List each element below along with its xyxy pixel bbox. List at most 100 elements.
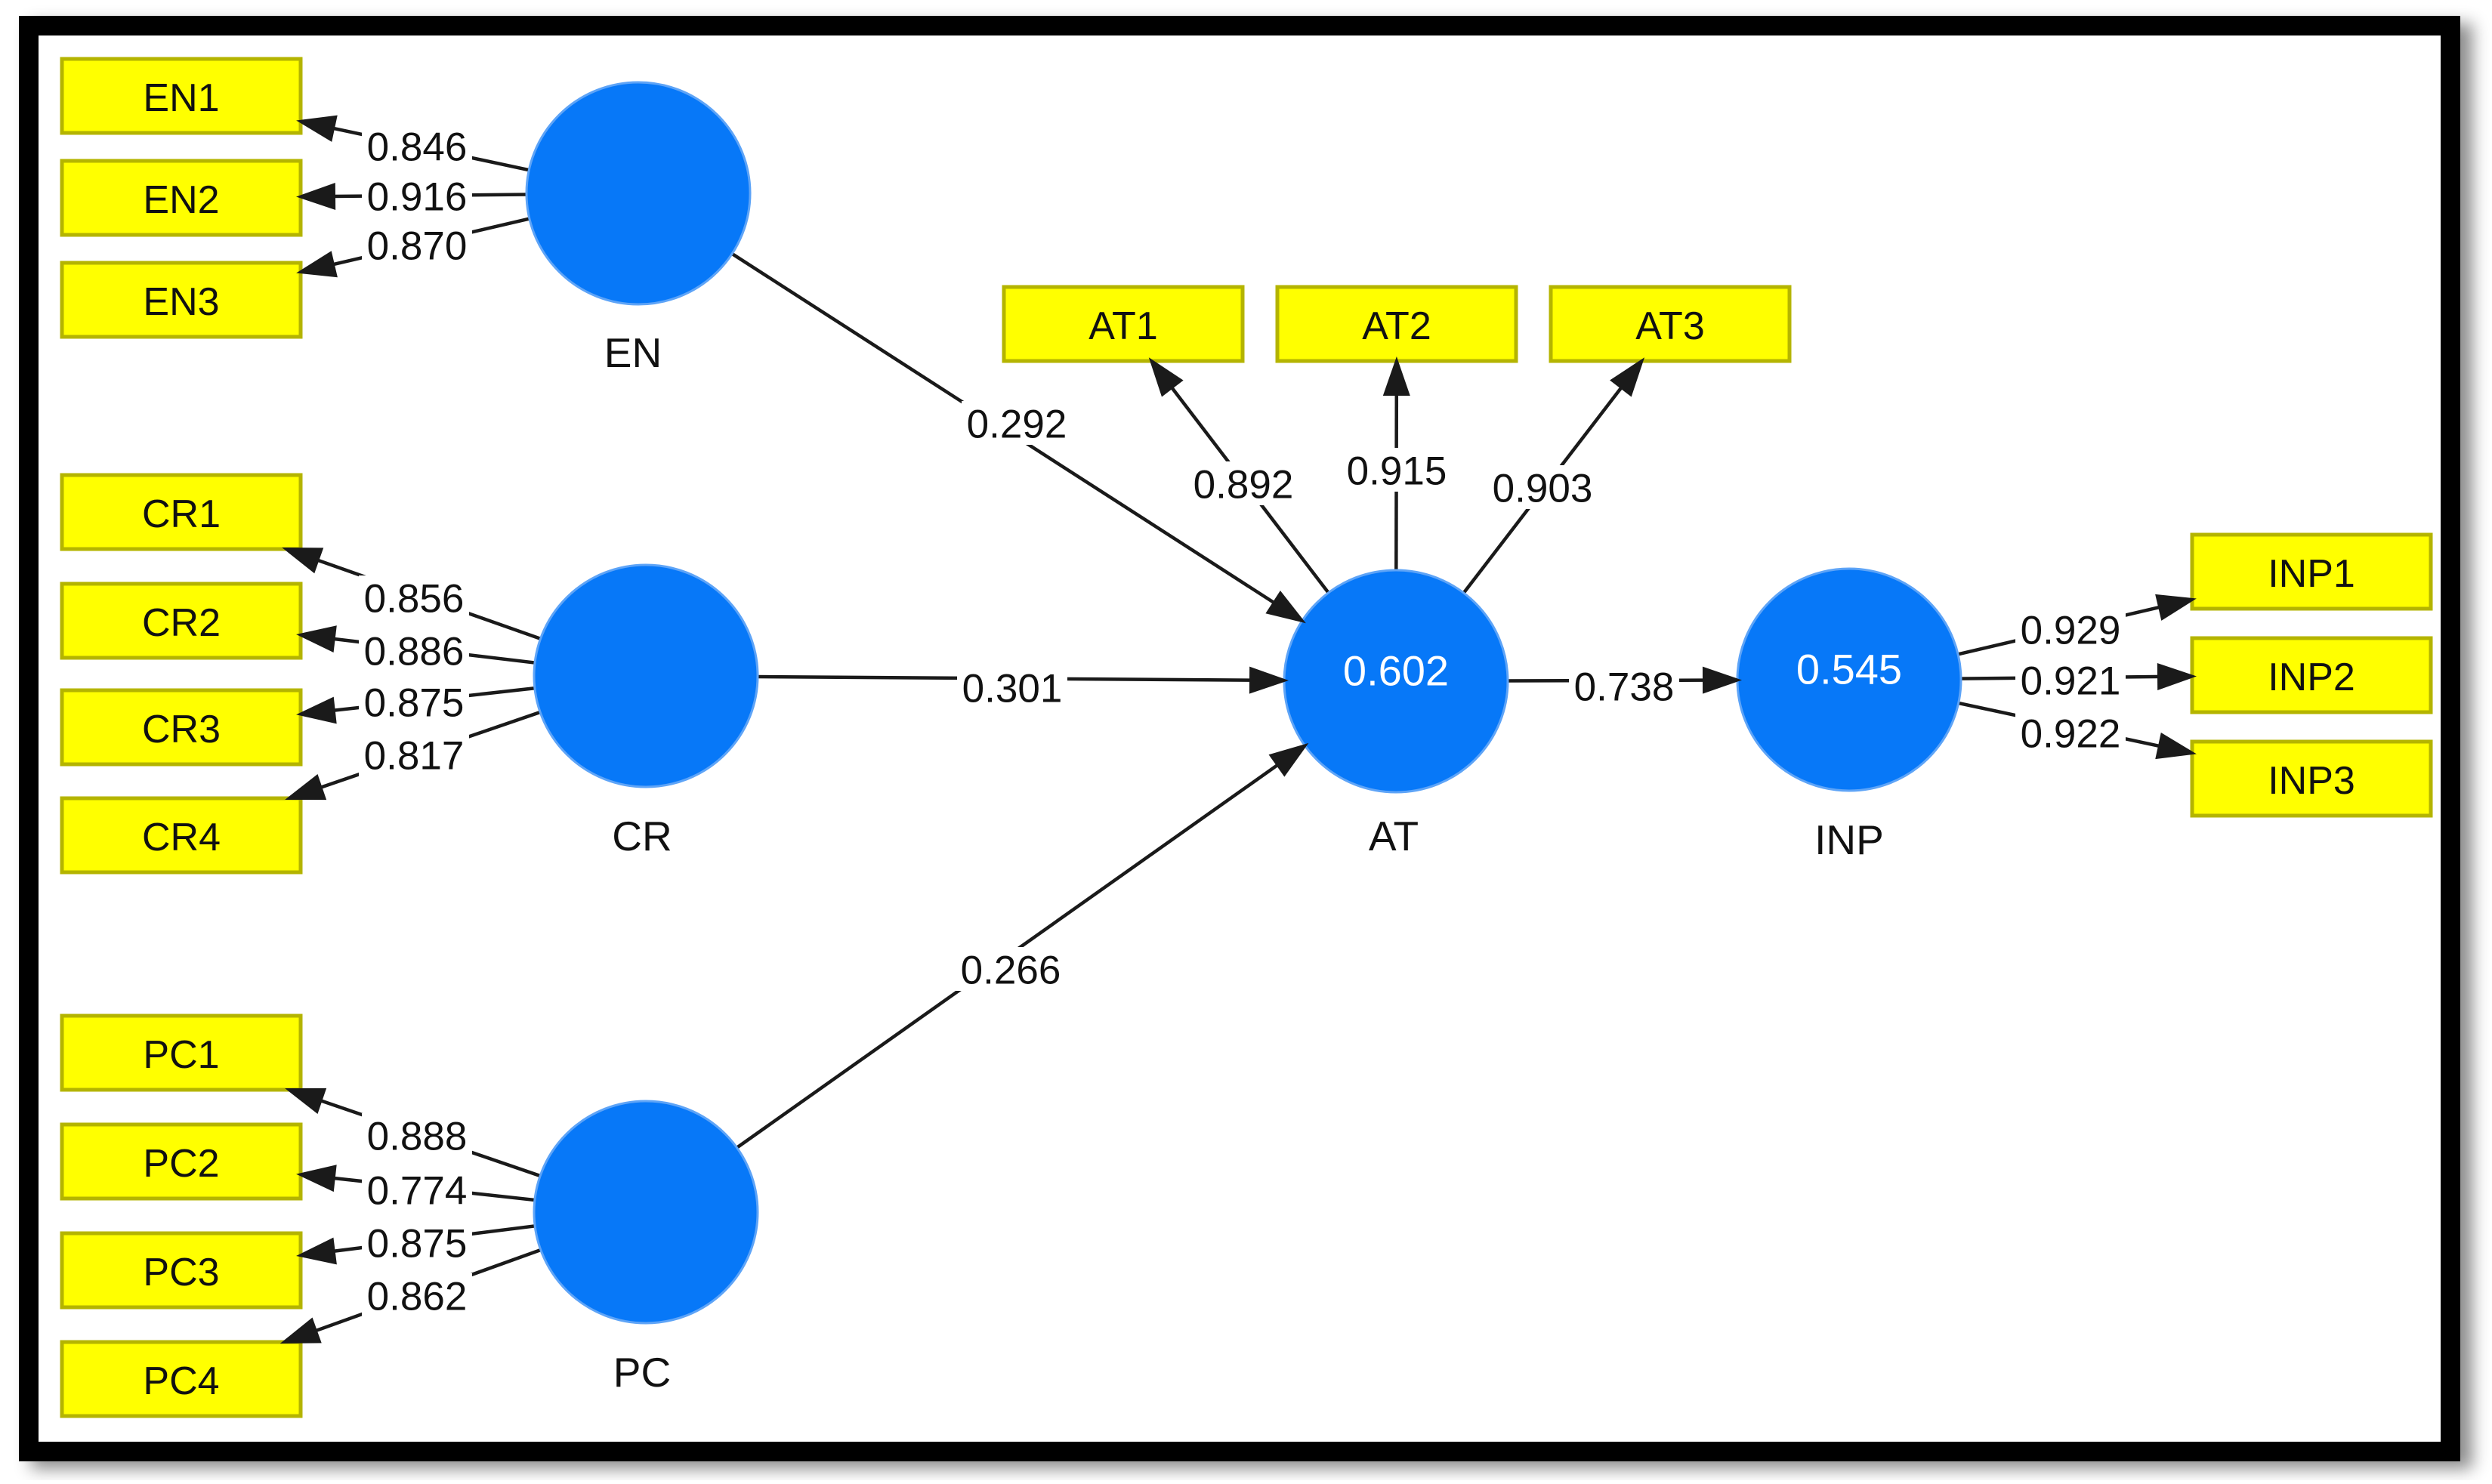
construct-name-INP: INP [1814, 816, 1884, 863]
loading-value-CR4-bg [359, 733, 469, 776]
path-arrowhead-PC-AT [1268, 742, 1309, 777]
path-coefficient-AT-INP-bg [1569, 664, 1679, 708]
indicator-box-CR1[interactable] [60, 473, 303, 551]
loading-value-CR1: 0.856 [364, 577, 465, 622]
indicator-label-EN1: EN1 [143, 76, 219, 120]
path-coefficient-CR-AT: 0.301 [962, 667, 1063, 711]
indicator-label-CR2: CR2 [142, 601, 221, 645]
path-coefficient-PC-AT-bg [956, 947, 1066, 991]
arrowhead-CR3 [296, 696, 337, 724]
loading-value-CR2: 0.886 [364, 630, 465, 674]
loading-value-CR4: 0.817 [364, 734, 465, 779]
path-coefficient-PC-AT: 0.266 [961, 949, 1061, 993]
loading-value-AT3: 0.903 [1493, 467, 1593, 511]
indicator-box-EN3[interactable] [60, 261, 303, 339]
indicator-box-AT1[interactable] [1002, 285, 1245, 363]
indicator-label-EN3: EN3 [143, 280, 219, 324]
loading-value-PC3-bg [362, 1220, 472, 1264]
indicator-label-PC1: PC1 [143, 1033, 219, 1077]
arrowhead-EN3 [296, 251, 338, 278]
loading-value-CR1-bg [359, 575, 469, 619]
construct-value-INP: 0.545 [1796, 646, 1902, 693]
construct-value-AT: 0.602 [1343, 647, 1449, 695]
arrowhead-CR4 [285, 774, 327, 801]
arrowhead-EN1 [296, 115, 338, 142]
loading-value-AT3-bg [1487, 465, 1598, 509]
arrowhead-PC3 [296, 1237, 337, 1265]
arrowhead-CR2 [296, 625, 337, 653]
indicator-box-AT2[interactable] [1275, 285, 1518, 363]
loading-value-PC1-bg [362, 1113, 472, 1157]
path-arrowhead-CR-AT [1249, 666, 1289, 694]
loading-value-EN2-bg [362, 174, 472, 218]
indicator-label-AT3: AT3 [1635, 304, 1705, 348]
loading-value-INP1: 0.929 [2021, 609, 2121, 653]
loading-value-PC1: 0.888 [367, 1115, 468, 1159]
indicator-box-EN1[interactable] [60, 57, 303, 135]
indicator-label-CR1: CR1 [142, 492, 221, 536]
path-coefficient-AT-INP: 0.738 [1574, 665, 1675, 710]
indicator-box-EN2[interactable] [60, 159, 303, 237]
loading-value-CR3: 0.875 [364, 681, 465, 726]
arrowhead-PC4 [279, 1317, 322, 1344]
construct-name-EN: EN [604, 329, 662, 376]
loading-value-INP3-bg [2015, 711, 2126, 754]
path-arrowhead-EN-AT [1265, 590, 1306, 624]
loading-value-PC4: 0.862 [367, 1275, 468, 1319]
loading-value-CR2-bg [359, 628, 469, 672]
indicator-label-CR4: CR4 [142, 816, 221, 859]
loading-value-PC2-bg [362, 1168, 472, 1211]
indicator-label-PC4: PC4 [143, 1359, 219, 1403]
indicator-box-CR3[interactable] [60, 688, 303, 767]
arrowhead-AT1 [1148, 357, 1184, 397]
arrowhead-EN2 [296, 182, 336, 210]
loading-value-AT1-bg [1188, 461, 1298, 505]
indicator-label-AT2: AT2 [1362, 304, 1431, 348]
indicator-box-PC1[interactable] [60, 1014, 303, 1092]
indicator-box-CR4[interactable] [60, 796, 303, 875]
loading-value-EN3-bg [362, 223, 472, 267]
construct-name-CR: CR [612, 813, 672, 859]
loading-value-EN3: 0.870 [367, 224, 468, 269]
indicator-box-PC4[interactable] [60, 1340, 303, 1418]
indicator-box-PC2[interactable] [60, 1122, 303, 1201]
arrowhead-PC2 [296, 1165, 337, 1192]
path-coefficient-CR-AT-bg [957, 665, 1067, 709]
arrowhead-AT3 [1610, 357, 1645, 397]
indicator-label-INP3: INP3 [2268, 759, 2355, 803]
loading-value-INP2-bg [2015, 658, 2126, 702]
loading-value-EN1: 0.846 [367, 125, 468, 170]
path-arrowhead-AT-INP [1702, 666, 1743, 694]
arrowhead-INP2 [2157, 663, 2197, 690]
loading-value-INP2: 0.921 [2021, 659, 2121, 704]
indicator-box-PC3[interactable] [60, 1231, 303, 1310]
path-coefficient-EN-AT-bg [962, 401, 1072, 445]
indicator-label-INP2: INP2 [2268, 656, 2355, 699]
loading-value-AT2: 0.915 [1347, 449, 1447, 494]
indicator-label-PC3: PC3 [143, 1251, 219, 1294]
indicator-box-INP1[interactable] [2190, 532, 2433, 611]
loading-value-PC3: 0.875 [367, 1222, 468, 1266]
loading-value-CR3-bg [359, 680, 469, 723]
loading-value-INP1-bg [2015, 607, 2126, 651]
loading-value-EN2: 0.916 [367, 175, 468, 220]
loading-value-PC4-bg [362, 1273, 472, 1317]
loading-value-AT2-bg [1342, 448, 1452, 492]
indicator-box-CR2[interactable] [60, 582, 303, 660]
indicator-label-CR3: CR3 [142, 708, 221, 751]
loading-value-AT1: 0.892 [1194, 463, 1294, 508]
construct-CR[interactable] [533, 563, 759, 788]
arrowhead-CR1 [282, 548, 324, 574]
loading-value-PC2: 0.774 [367, 1169, 468, 1214]
indicator-box-INP3[interactable] [2190, 739, 2433, 818]
shapes-layer [60, 57, 2433, 1418]
indicator-box-AT3[interactable] [1549, 285, 1792, 363]
construct-name-AT: AT [1369, 813, 1419, 859]
construct-EN[interactable] [525, 81, 752, 306]
arrowhead-INP1 [2155, 594, 2197, 621]
construct-PC[interactable] [533, 1100, 759, 1325]
indicator-label-PC2: PC2 [143, 1142, 219, 1186]
